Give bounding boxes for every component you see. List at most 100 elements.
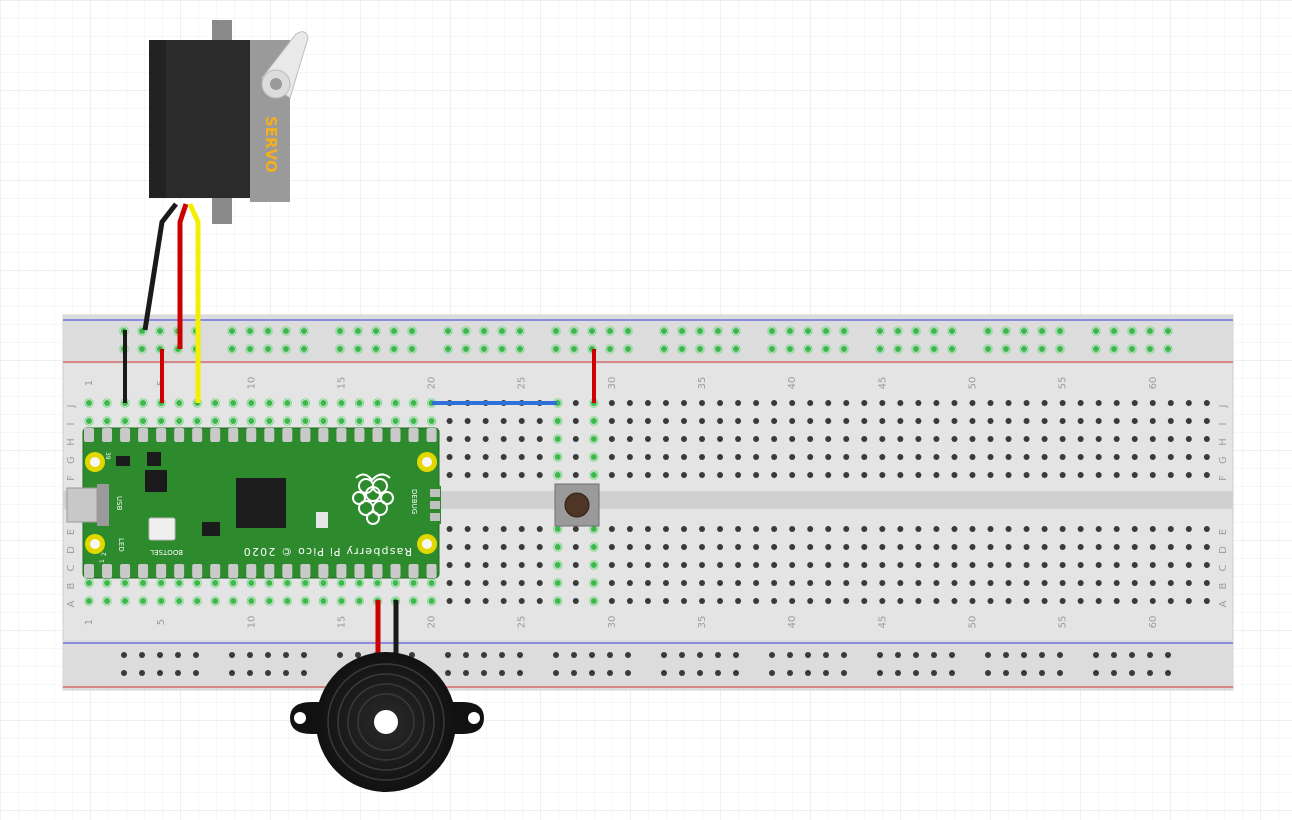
breadboard-hole[interactable] (229, 670, 235, 676)
breadboard-hole[interactable] (1113, 472, 1120, 478)
breadboard-hole[interactable] (699, 544, 706, 550)
breadboard-hole[interactable] (212, 580, 219, 586)
breadboard-hole[interactable] (1185, 418, 1192, 424)
breadboard-hole[interactable] (680, 544, 687, 550)
breadboard-hole[interactable] (644, 562, 651, 568)
breadboard-hole[interactable] (697, 346, 703, 352)
breadboard-hole[interactable] (553, 670, 559, 676)
breadboard-hole[interactable] (409, 328, 415, 334)
breadboard-hole[interactable] (608, 526, 615, 532)
breadboard-hole[interactable] (807, 436, 814, 442)
breadboard-hole[interactable] (861, 400, 868, 406)
breadboard-hole[interactable] (807, 400, 814, 406)
breadboard-hole[interactable] (590, 454, 597, 460)
breadboard-hole[interactable] (1165, 670, 1171, 676)
breadboard-hole[interactable] (969, 436, 976, 442)
pico-pin[interactable] (174, 564, 185, 578)
breadboard-hole[interactable] (897, 400, 904, 406)
breadboard-hole[interactable] (733, 652, 739, 658)
breadboard-hole[interactable] (554, 580, 561, 586)
breadboard-hole[interactable] (446, 526, 453, 532)
breadboard-hole[interactable] (699, 454, 706, 460)
breadboard-hole[interactable] (805, 346, 811, 352)
breadboard-hole[interactable] (897, 472, 904, 478)
breadboard-hole[interactable] (139, 652, 145, 658)
breadboard-hole[interactable] (446, 544, 453, 550)
breadboard-hole[interactable] (679, 346, 685, 352)
breadboard-hole[interactable] (1021, 346, 1027, 352)
breadboard-hole[interactable] (1147, 670, 1153, 676)
breadboard-hole[interactable] (338, 580, 345, 586)
breadboard-hole[interactable] (121, 652, 127, 658)
breadboard-hole[interactable] (86, 418, 92, 424)
breadboard-hole[interactable] (985, 670, 991, 676)
breadboard-hole[interactable] (717, 436, 724, 442)
breadboard-hole[interactable] (807, 472, 814, 478)
breadboard-hole[interactable] (229, 328, 235, 334)
breadboard-hole[interactable] (410, 400, 417, 406)
breadboard-hole[interactable] (1059, 562, 1066, 568)
breadboard-hole[interactable] (807, 598, 814, 604)
breadboard-hole[interactable] (463, 328, 469, 334)
breadboard-hole[interactable] (1165, 346, 1171, 352)
breadboard-hole[interactable] (464, 526, 471, 532)
breadboard-hole[interactable] (1005, 400, 1012, 406)
breadboard-hole[interactable] (895, 328, 901, 334)
breadboard-hole[interactable] (247, 652, 253, 658)
breadboard-hole[interactable] (951, 418, 958, 424)
pico-pin[interactable] (156, 564, 167, 578)
servo-wire-red[interactable] (177, 203, 189, 349)
breadboard-hole[interactable] (825, 472, 832, 478)
breadboard-hole[interactable] (392, 400, 399, 406)
breadboard-hole[interactable] (661, 328, 667, 334)
breadboard-hole[interactable] (482, 544, 489, 550)
breadboard-hole[interactable] (482, 436, 489, 442)
breadboard-hole[interactable] (897, 544, 904, 550)
pico-pin[interactable] (336, 428, 347, 442)
breadboard-hole[interactable] (1005, 580, 1012, 586)
breadboard-hole[interactable] (139, 670, 145, 676)
pushbutton[interactable] (554, 483, 600, 527)
breadboard-hole[interactable] (897, 562, 904, 568)
breadboard-hole[interactable] (735, 436, 742, 442)
breadboard-hole[interactable] (933, 580, 940, 586)
pico-pin[interactable] (426, 428, 437, 442)
breadboard-hole[interactable] (572, 562, 579, 568)
breadboard-hole[interactable] (771, 580, 778, 586)
breadboard-hole[interactable] (590, 544, 597, 550)
breadboard-hole[interactable] (807, 418, 814, 424)
breadboard-hole[interactable] (843, 580, 850, 586)
breadboard-hole[interactable] (771, 418, 778, 424)
breadboard-hole[interactable] (608, 544, 615, 550)
breadboard-hole[interactable] (969, 472, 976, 478)
breadboard-hole[interactable] (825, 580, 832, 586)
breadboard-hole[interactable] (897, 418, 904, 424)
breadboard-hole[interactable] (248, 400, 255, 406)
breadboard-hole[interactable] (697, 670, 703, 676)
breadboard-hole[interactable] (915, 472, 922, 478)
breadboard-hole[interactable] (625, 670, 631, 676)
breadboard-hole[interactable] (951, 454, 958, 460)
breadboard-hole[interactable] (265, 328, 271, 334)
breadboard-hole[interactable] (247, 346, 253, 352)
breadboard-hole[interactable] (680, 598, 687, 604)
breadboard-hole[interactable] (517, 328, 523, 334)
breadboard-hole[interactable] (987, 526, 994, 532)
breadboard-hole[interactable] (717, 598, 724, 604)
breadboard-hole[interactable] (302, 418, 309, 424)
breadboard-hole[interactable] (913, 328, 919, 334)
breadboard-hole[interactable] (1185, 544, 1192, 550)
breadboard-hole[interactable] (913, 652, 919, 658)
breadboard-hole[interactable] (482, 580, 489, 586)
breadboard-hole[interactable] (499, 346, 505, 352)
breadboard-hole[interactable] (789, 400, 796, 406)
breadboard-hole[interactable] (1165, 652, 1171, 658)
breadboard-hole[interactable] (1041, 580, 1048, 586)
debug-header[interactable] (429, 486, 441, 524)
breadboard-hole[interactable] (1111, 652, 1117, 658)
breadboard-hole[interactable] (86, 580, 92, 586)
breadboard-hole[interactable] (879, 526, 886, 532)
breadboard-hole[interactable] (266, 580, 273, 586)
breadboard-hole[interactable] (1167, 418, 1174, 424)
breadboard-hole[interactable] (1167, 544, 1174, 550)
